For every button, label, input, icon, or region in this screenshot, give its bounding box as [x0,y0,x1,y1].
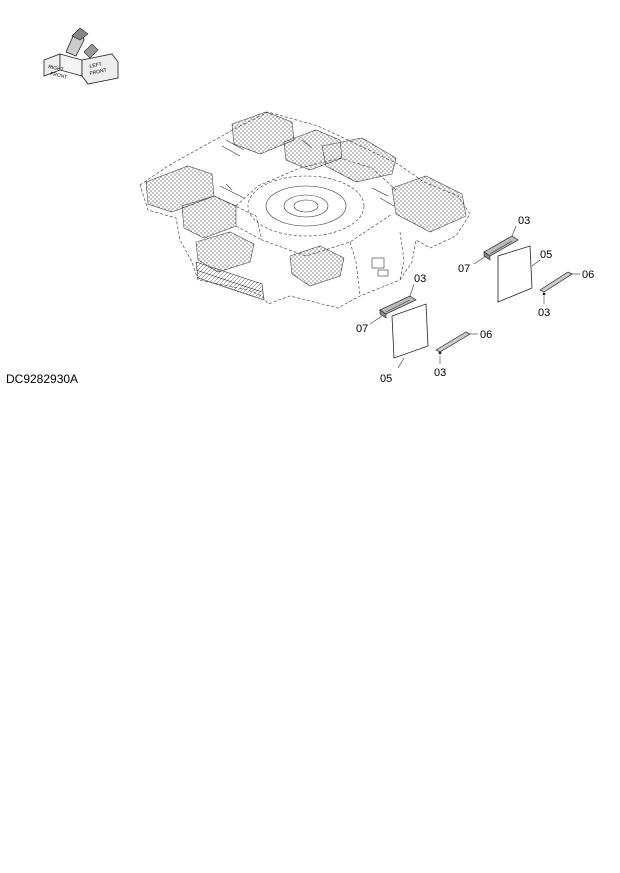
callout-03-right-bottom: 03 [538,307,550,319]
drawing-code: DC9282930A [6,372,79,386]
callout-03-right-top: 03 [518,215,530,227]
orientation-left-text-2: FRONT [50,71,68,80]
callout-07-left: 07 [356,323,368,335]
orientation-right-text-1: LEFT [89,62,102,70]
orientation-icon: RIGHT FRONT LEFT FRONT [43,27,119,85]
callout-05-left: 05 [380,373,392,385]
orientation-right-text-2: FRONT [89,68,107,77]
mud-flap-part-05-right [497,245,533,303]
callout-06-left: 06 [480,329,492,341]
mud-flap-part-05-left [391,303,429,359]
mud-flap-assembly-right [473,225,580,304]
frame-drawing [139,111,471,309]
callout-05-right: 05 [540,249,552,261]
plate-part-06-left [435,331,471,353]
callout-03-left-top: 03 [414,273,426,285]
mud-flap-assembly-left [369,283,478,369]
callout-07-right: 07 [458,263,470,275]
orientation-left-text-1: RIGHT [48,64,64,73]
plate-part-06-right [539,271,573,293]
callout-06-right: 06 [582,269,594,281]
callout-03-left-bottom: 03 [434,367,446,379]
